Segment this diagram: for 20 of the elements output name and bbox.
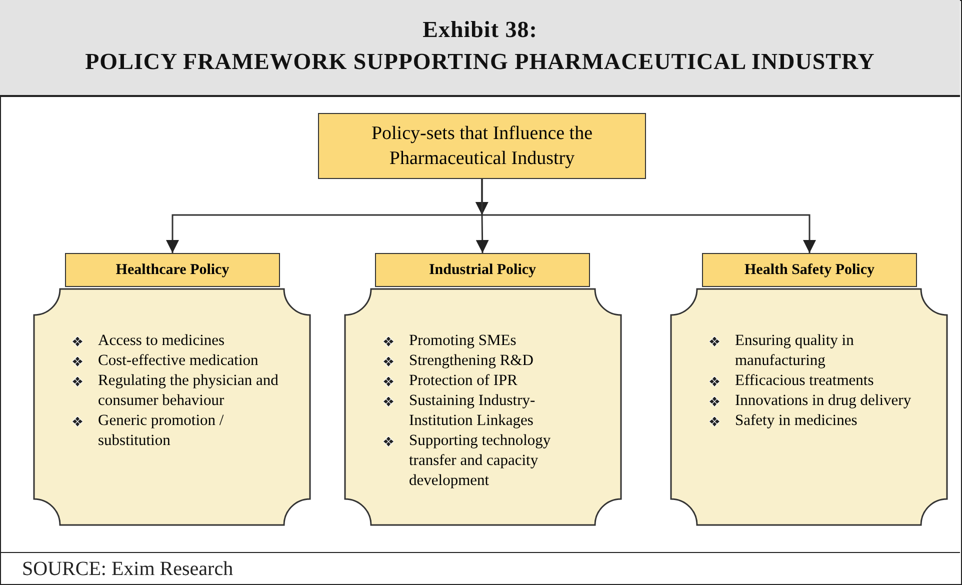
bullet-text: Regulating the physician and consumer behaviour <box>98 371 280 411</box>
bullet-text: Generic promotion / substitution <box>98 411 225 451</box>
bullet-text: Strengthening R&D <box>409 351 534 371</box>
bullet-text: Supporting technology transfer and capacity development <box>409 431 552 491</box>
bullet-text: Promoting SMEs <box>409 331 516 351</box>
bullet-text: Access to medicines <box>98 331 225 351</box>
bullet-text: Safety in medicines <box>735 411 858 431</box>
source-note: SOURCE: Exim Research <box>22 558 234 581</box>
policy-header: Health Safety Policy <box>702 253 917 287</box>
policy-header: Healthcare Policy <box>65 253 280 287</box>
bullet-text: Efficacious treatments <box>735 371 874 391</box>
root-box: Policy-sets that Influence the Pharmaceutical Industry <box>318 113 646 179</box>
bullet-text: Innovations in drug delivery <box>735 391 912 411</box>
bullet-text: Protection of IPR <box>409 371 518 391</box>
bullet-text: Cost-effective medication <box>98 351 258 371</box>
policy-header: Industrial Policy <box>375 253 590 287</box>
bullet-text: Ensuring quality in manufacturing <box>735 331 855 371</box>
bullet-text: Sustaining Industry-Institution Linkages <box>409 391 536 431</box>
exhibit-title: Exhibit 38: POLICY FRAMEWORK SUPPORTING PHARMACEUTICAL INDUSTRY <box>84 16 876 76</box>
arrow <box>481 179 816 253</box>
